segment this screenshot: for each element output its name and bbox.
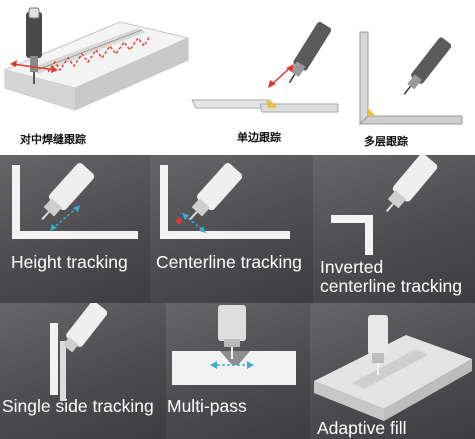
centered-seam-caption: 对中焊缝跟踪 — [20, 133, 86, 146]
tile-label-line2: centerline tracking — [320, 276, 463, 296]
inverted-centerline-illustration — [331, 155, 438, 255]
single-side-diagram — [191, 21, 339, 113]
tile-label: Single side tracking — [2, 396, 154, 416]
multi-pass-illustration — [172, 305, 296, 385]
height-tracking-illustration — [12, 163, 138, 239]
tile-height-tracking: Height tracking — [0, 155, 150, 303]
tile-adaptive-fill: Adaptive fill — [310, 303, 475, 439]
top-diagrams-panel: 对中焊缝跟踪 单边跟踪 多层跟踪 — [0, 0, 475, 155]
tile-label: Multi-pass — [167, 396, 247, 416]
multi-layer-diagram — [358, 31, 463, 126]
centered-seam-diagram — [3, 7, 190, 111]
multi-layer-caption: 多层跟踪 — [364, 135, 408, 148]
tile-label-line1: Inverted — [320, 257, 384, 277]
tile-single-side-tracking: Single side tracking — [0, 303, 166, 439]
tile-multi-pass: Multi-pass — [166, 303, 310, 439]
tile-label: Height tracking — [11, 252, 128, 272]
tile-label: Centerline tracking — [156, 252, 302, 272]
tile-label: Inverted centerline tracking — [320, 258, 462, 296]
tile-label: Adaptive fill — [317, 418, 407, 438]
tile-centerline-tracking: Centerline tracking — [150, 155, 313, 303]
centerline-tracking-illustration — [160, 163, 290, 239]
single-side-tracking-illustration — [50, 303, 108, 401]
adaptive-fill-illustration — [314, 315, 472, 421]
single-side-caption: 单边跟踪 — [237, 131, 281, 144]
tile-inverted-centerline-tracking: Inverted centerline tracking — [313, 155, 475, 303]
